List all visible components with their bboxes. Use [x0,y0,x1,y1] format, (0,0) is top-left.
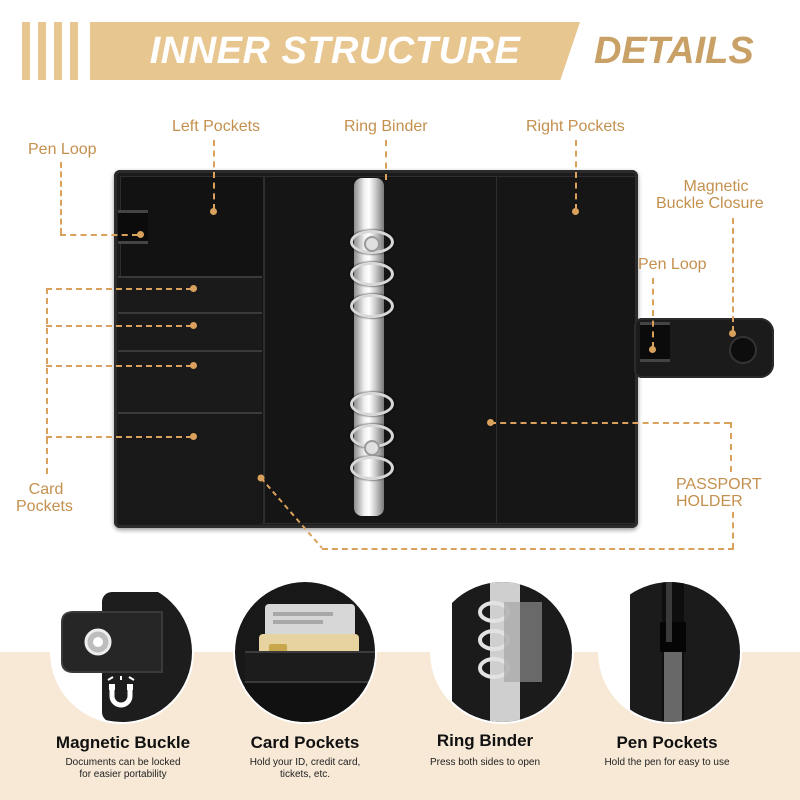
binder-ring [350,230,394,254]
leader-line [213,140,215,210]
leader-line [46,365,192,367]
feature-title-ring-binder: Ring Binder [436,731,534,750]
leader-line [46,436,192,438]
label-pen-loop-right: Pen Loop [638,256,707,273]
rivet [364,236,380,252]
leader-line [732,218,734,332]
label-pen-loop-left: Pen Loop [28,141,97,158]
leader-line [60,234,138,236]
leader-dot [137,231,144,238]
leader-line [46,288,192,290]
feature-title-pen-pockets: Pen Pockets [616,733,718,752]
leader-line [60,162,62,234]
feature-image-magnetic-buckle [52,582,192,722]
label-passport-1: PASSPORT [676,476,762,493]
label-magnetic-closure-2: Buckle Closure [656,195,764,212]
leader-line [46,325,192,327]
leader-dot [190,322,197,329]
binder-ring [350,262,394,286]
binder-ring [350,456,394,480]
magnet-icon [107,676,135,708]
leader-dot [190,362,197,369]
leader-line [322,548,734,550]
leader-line [385,140,387,180]
leader-dot [210,208,217,215]
feature-image-card-pockets [235,582,375,722]
binder-ring [350,294,394,318]
leader-dot [487,419,494,426]
label-card-pockets-1: Card [28,481,64,498]
right-pen-loop [640,322,670,362]
right-inner-panel [496,176,636,524]
rivet [364,440,380,456]
feature-desc-magnetic-buckle-2: for easier portability [79,769,167,780]
label-ring-binder: Ring Binder [344,118,428,135]
label-card-pockets-2: Pockets [16,498,73,515]
decor-stripe [54,22,62,80]
feature-image-pen-pockets [600,582,740,722]
title-banner: INNER STRUCTURE [90,22,580,80]
leader-line [257,474,323,549]
feature-desc-card-pockets-1: Hold your ID, credit card, [249,757,361,768]
label-magnetic-closure-1: Magnetic [683,178,749,195]
label-passport-2: HOLDER [676,493,743,510]
leader-dot [190,433,197,440]
decor-stripe [38,22,46,80]
header-banner: INNER STRUCTURE DETAILS [0,0,800,110]
feature-title-card-pockets: Card Pockets [250,733,360,752]
leader-line [652,278,654,348]
label-left-pockets: Left Pockets [172,118,261,135]
binder-ring [350,392,394,416]
leader-dot [649,346,656,353]
details-title: DETAILS [594,30,754,72]
left-pen-loop [118,210,148,244]
decor-stripe [70,22,78,80]
card-slot [118,412,262,524]
decor-stripe [22,22,30,80]
magnetic-snap [729,336,757,364]
leader-line [46,288,48,474]
feature-desc-magnetic-buckle-1: Documents can be locked [65,757,181,768]
feature-desc-pen-pockets: Hold the pen for easy to use [604,757,730,768]
feature-image-ring-binder [432,582,572,722]
leader-dot [729,330,736,337]
leader-line [490,422,730,424]
leader-line [730,422,732,472]
leader-line [732,512,734,549]
feature-title-magnetic-buckle: Magnetic Buckle [55,733,191,752]
banner-title: INNER STRUCTURE [149,29,521,72]
leader-dot [190,285,197,292]
feature-desc-card-pockets-2: tickets, etc. [279,769,330,780]
leader-dot [572,208,579,215]
label-right-pockets: Right Pockets [526,118,625,135]
feature-desc-ring-binder: Press both sides to open [429,757,541,768]
leader-line [575,140,577,210]
